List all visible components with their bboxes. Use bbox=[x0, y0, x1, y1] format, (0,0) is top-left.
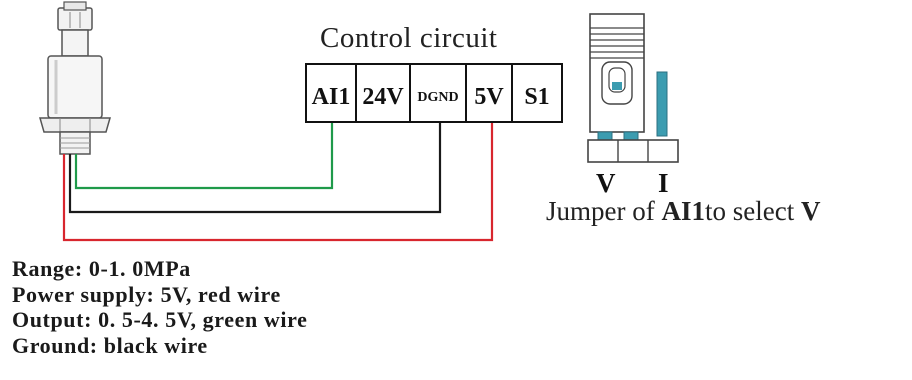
pressure-sensor bbox=[39, 1, 111, 155]
spec-power-supply: Power supply: 5V, red wire bbox=[12, 281, 281, 307]
terminal-dgnd: DGND bbox=[417, 90, 458, 105]
red-wire bbox=[62, 122, 494, 242]
terminal-ai1: AI1 bbox=[312, 84, 351, 110]
jumper-v-label: V bbox=[596, 168, 616, 198]
jumper-caption-mode: V bbox=[800, 196, 821, 226]
terminal-block: AI1 24V DGND 5V S1 bbox=[305, 63, 563, 123]
spec-ground: Ground: black wire bbox=[12, 332, 208, 358]
jumper-caption: Jumper of AI1to select V bbox=[546, 196, 820, 227]
jumper-illustration bbox=[587, 13, 679, 163]
spec-range: Range: 0-1. 0MPa bbox=[12, 256, 191, 281]
green-wire bbox=[74, 122, 334, 190]
black-wire bbox=[68, 122, 442, 214]
spec-output: Output: 0. 5-4. 5V, green wire bbox=[12, 307, 308, 332]
terminal-24v: 24V bbox=[362, 84, 404, 110]
spec-list: Range: 0-1. 0MPa Power supply: 5V, red w… bbox=[12, 256, 307, 358]
terminal-s1: S1 bbox=[524, 84, 549, 110]
jumper-caption-middle: to select bbox=[705, 196, 801, 226]
jumper-caption-prefix: Jumper of bbox=[546, 196, 662, 226]
jumper-i-label: I bbox=[658, 168, 669, 198]
control-circuit-title: Control circuit bbox=[320, 22, 498, 54]
terminal-5v: 5V bbox=[474, 84, 504, 110]
jumper-caption-terminal: AI1 bbox=[661, 196, 705, 226]
